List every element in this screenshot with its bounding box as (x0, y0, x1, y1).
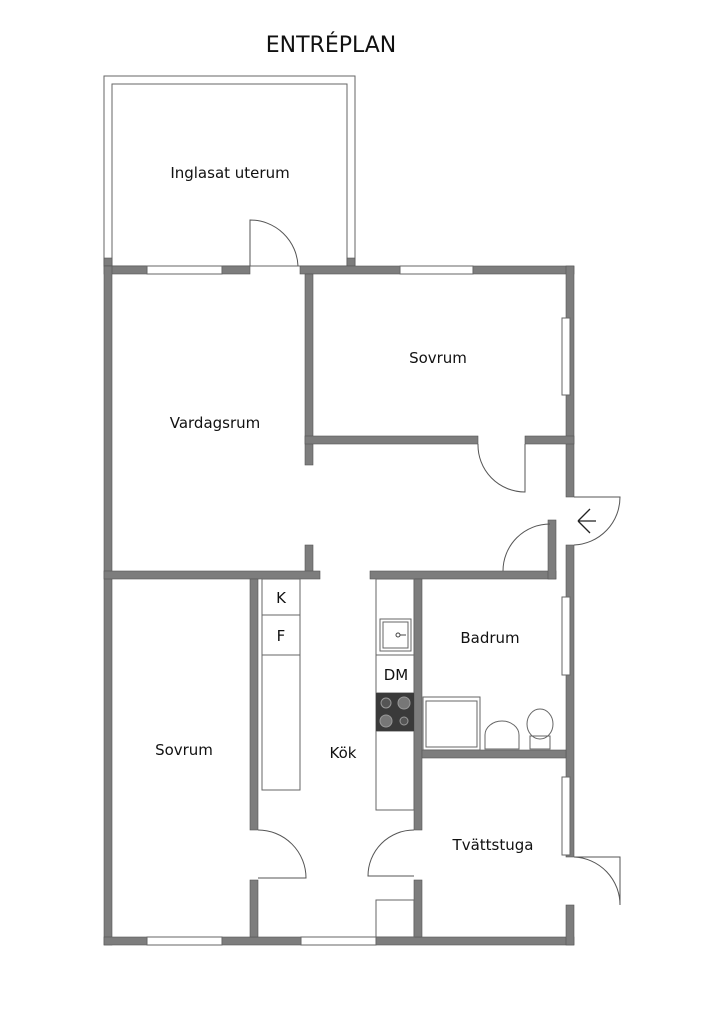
sink-icon (379, 618, 412, 652)
toilet-icon (526, 708, 554, 750)
washbasin-icon (484, 720, 520, 750)
room-label-kok: Kök (330, 744, 357, 762)
kitchen-counter-left (261, 578, 301, 791)
room-label-vardagsrum: Vardagsrum (170, 414, 261, 432)
entrance-arrow-icon (577, 508, 596, 534)
fridge-label: K (276, 589, 287, 607)
room-label-sovrum-1: Sovrum (409, 349, 467, 367)
plan-title: ENTRÉPLAN (266, 32, 397, 58)
room-label-tvattstuga: Tvättstuga (452, 836, 534, 854)
room-label-uterum: Inglasat uterum (170, 164, 289, 182)
doors (249, 219, 621, 906)
shower-icon (422, 696, 481, 751)
kitchen-cabinet (375, 899, 415, 938)
stove-icon (376, 693, 414, 731)
room-label-badrum: Badrum (460, 629, 519, 647)
dishwasher-label: DM (384, 666, 409, 684)
windows (146, 265, 571, 946)
freezer-label: F (277, 627, 286, 645)
room-label-sovrum-2: Sovrum (155, 741, 213, 759)
